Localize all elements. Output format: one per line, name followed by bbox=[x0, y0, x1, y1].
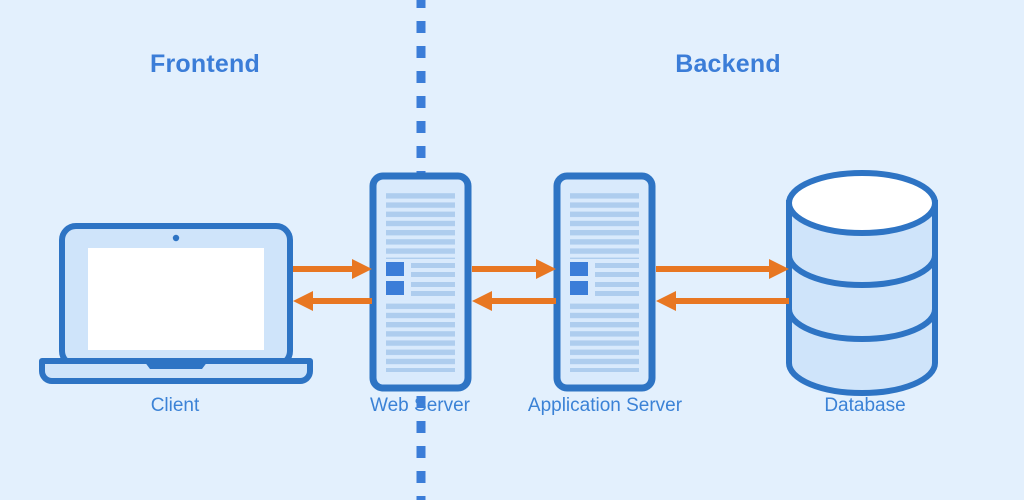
laptop-icon bbox=[39, 223, 313, 384]
backend-section-title: Backend bbox=[675, 50, 781, 78]
node-label-client: Client bbox=[150, 395, 200, 416]
server-icon-application bbox=[553, 172, 656, 392]
arrow-client-to-web-server bbox=[293, 259, 372, 279]
server-icon-web bbox=[369, 172, 472, 392]
node-label-web-server: Web Server bbox=[370, 395, 470, 416]
arrow-web-server-to-client bbox=[293, 291, 372, 311]
arrow-app-server-to-database bbox=[656, 259, 789, 279]
node-label-application-server: Application Server bbox=[527, 395, 683, 416]
arrow-web-server-to-app-server bbox=[472, 259, 556, 279]
node-label-database: Database bbox=[824, 395, 906, 416]
frontend-section-title: Frontend bbox=[150, 50, 260, 78]
database-icon bbox=[786, 170, 938, 396]
arrow-app-server-to-web-server bbox=[472, 291, 556, 311]
arrow-database-to-app-server bbox=[656, 291, 789, 311]
